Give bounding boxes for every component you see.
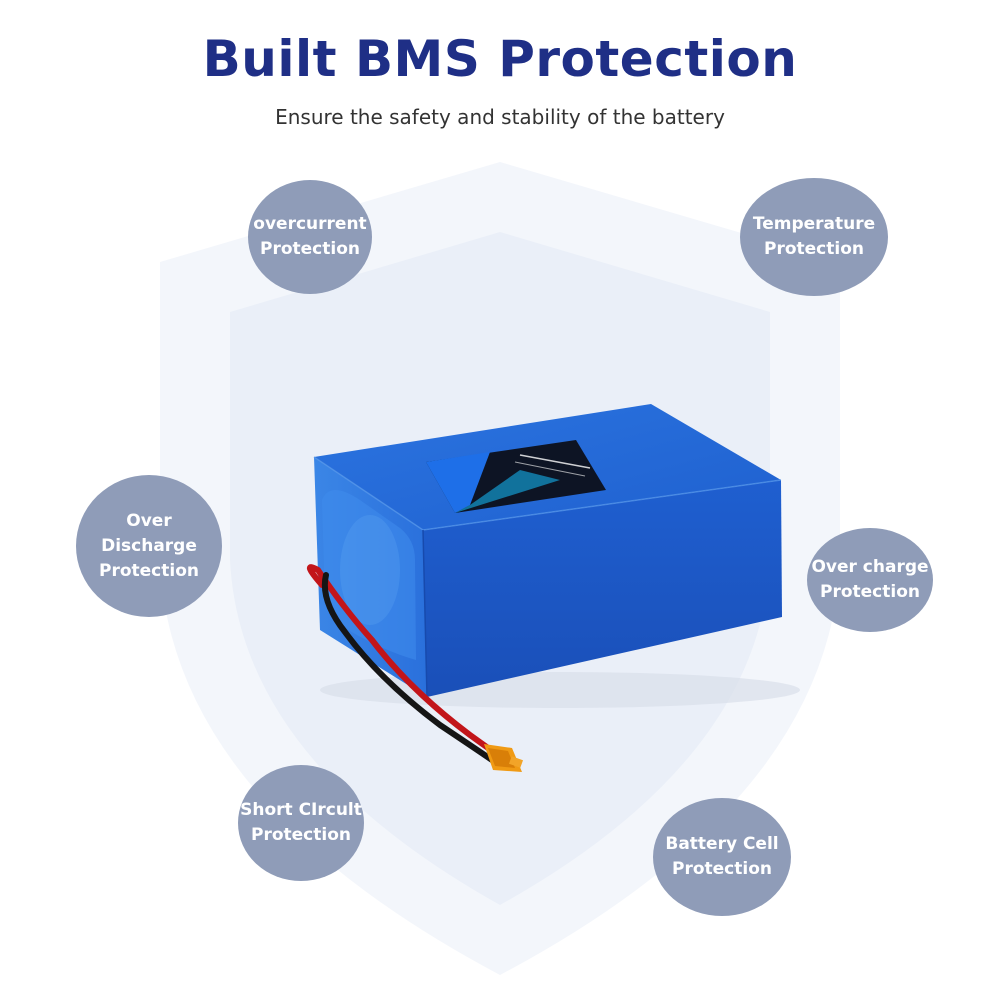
feature-line2: Protection: [259, 239, 360, 259]
feature-line2: Protection: [671, 859, 772, 879]
xt60-connector-icon: [484, 744, 524, 772]
battery-label-icon: [426, 440, 606, 513]
feature-line1: overcurrent: [253, 214, 367, 234]
page-title: Built BMS Protection: [202, 30, 798, 88]
page-subtitle: Ensure the safety and stability of the b…: [275, 105, 725, 129]
feature-line2: Protection: [251, 825, 351, 845]
feature-line2: Protection: [819, 582, 920, 602]
feature-line1: Battery Cell: [665, 834, 779, 854]
feature-line1: Over Discharge: [101, 510, 197, 556]
feature-line1: Short CIrcult: [240, 800, 362, 820]
feature-line2: Protection: [99, 560, 199, 581]
feature-line1: Over charge: [811, 557, 929, 577]
feature-line1: Temperature: [752, 214, 876, 234]
feature-line2: Protection: [764, 239, 864, 259]
